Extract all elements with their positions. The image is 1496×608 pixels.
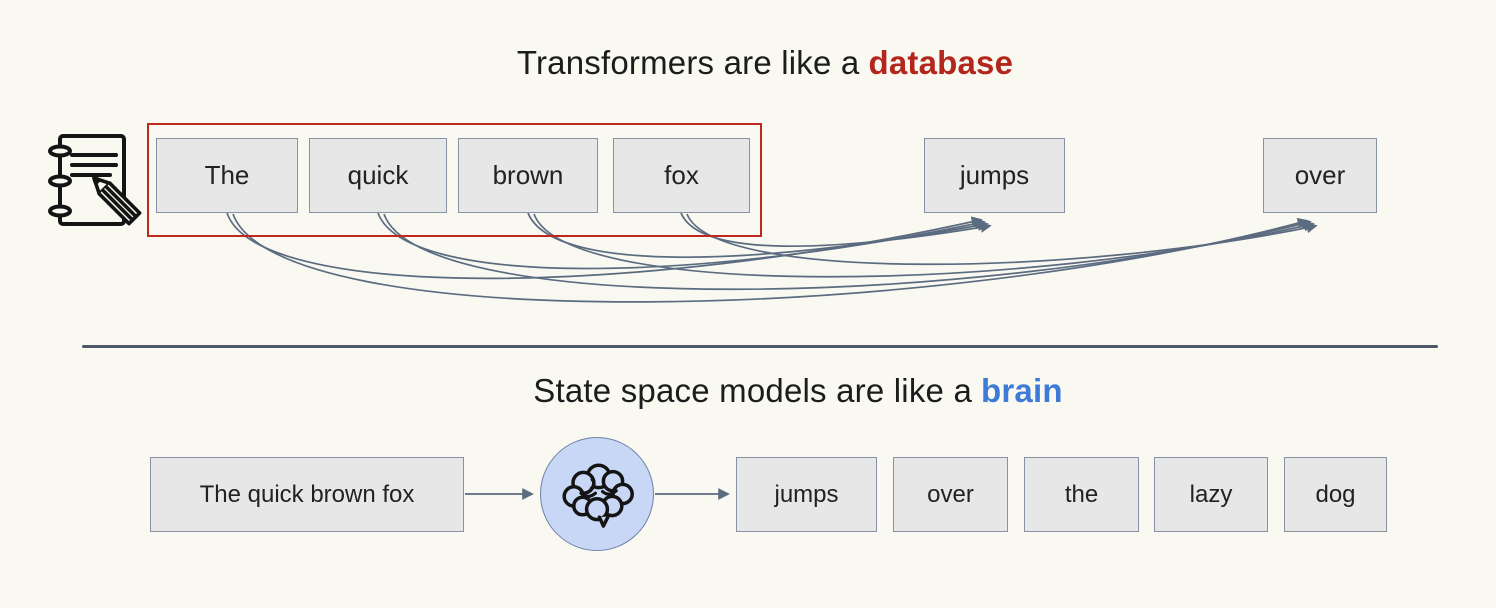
ssm-token-jumps: jumps (736, 457, 877, 532)
ssm-token-over: over (893, 457, 1008, 532)
token-quick-label: quick (347, 160, 409, 190)
token-brown: brown (458, 138, 598, 213)
token-jumps-label: jumps (959, 160, 1030, 190)
title-ssm-prefix: State space models are like a (533, 372, 972, 409)
token-jumps: jumps (924, 138, 1065, 213)
token-fox: fox (613, 138, 750, 213)
ssm-input-box: The quick brown fox (150, 457, 464, 532)
token-brown-label: brown (492, 160, 564, 190)
token-the: The (156, 138, 298, 213)
ssm-token-lazy: lazy (1154, 457, 1268, 532)
ssm-token-the: the (1024, 457, 1139, 532)
context-window-frame (147, 123, 762, 237)
brain-icon (562, 463, 634, 528)
token-quick: quick (309, 138, 447, 213)
section-divider (82, 345, 1438, 348)
token-the-label: The (204, 160, 250, 190)
title-transformers-highlight: database (868, 44, 1014, 81)
brain-node (540, 437, 654, 551)
token-over: over (1263, 138, 1377, 213)
title-transformers-prefix: Transformers are like a (516, 44, 860, 81)
token-fox-label: fox (664, 160, 699, 190)
ssm-token-over-label: over (927, 480, 974, 508)
title-ssm-highlight: brain (981, 372, 1063, 409)
ssm-input-label: The quick brown fox (199, 480, 415, 508)
token-over-label: over (1294, 160, 1346, 190)
ssm-token-dog: dog (1284, 457, 1387, 532)
ssm-token-the-label: the (1064, 480, 1099, 508)
ssm-token-dog-label: dog (1315, 480, 1356, 508)
notebook-pencil-icon (48, 134, 142, 226)
ssm-token-lazy-label: lazy (1189, 480, 1233, 508)
ssm-token-jumps-label: jumps (774, 480, 839, 508)
